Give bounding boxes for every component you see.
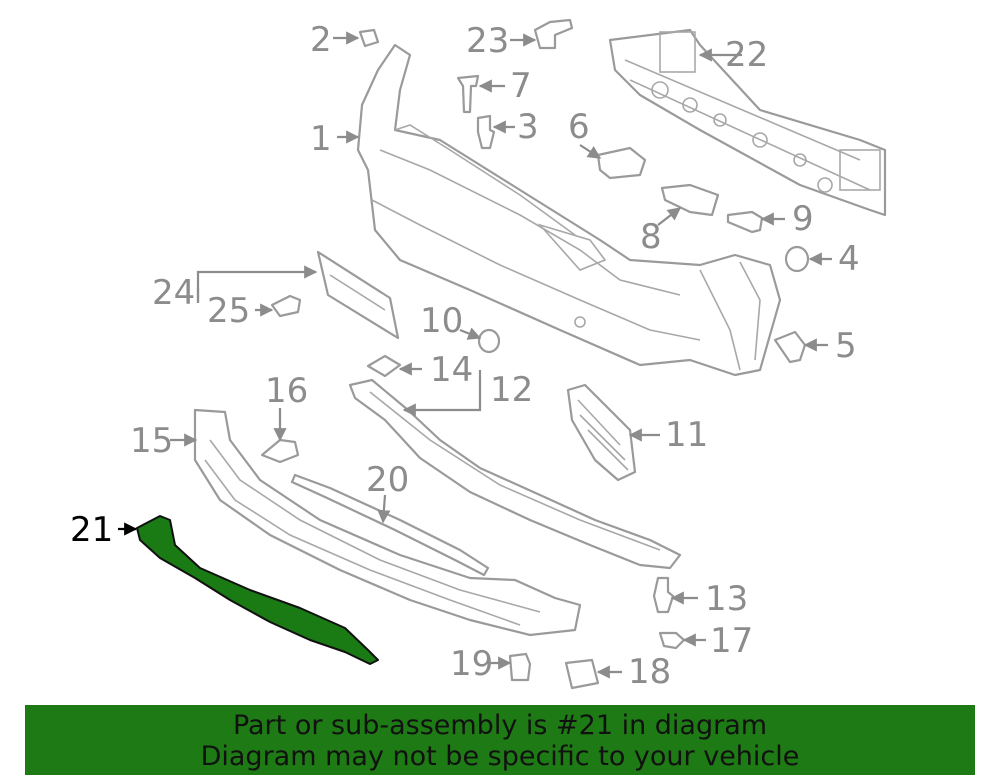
lower-grille-part-15 (193, 408, 582, 637)
callout-8: 8 (640, 217, 662, 257)
bracket-part-6 (596, 146, 647, 180)
callout-18: 18 (628, 652, 671, 692)
callout-4: 4 (838, 239, 860, 279)
clip-part-2 (358, 28, 380, 48)
banner-line-2: Diagram may not be specific to your vehi… (200, 741, 800, 772)
callout-9: 9 (792, 199, 814, 239)
callout-14: 14 (430, 350, 473, 390)
callout-13: 13 (705, 579, 748, 619)
bracket-part-18 (564, 658, 600, 690)
callout-1: 1 (310, 119, 332, 159)
bolt-part-13 (652, 576, 675, 614)
info-banner: Part or sub-assembly is #21 in diagram D… (25, 705, 975, 775)
clip-part-5 (773, 330, 807, 364)
callout-25: 25 (207, 291, 250, 331)
callout-3: 3 (517, 107, 539, 147)
callout-22: 22 (725, 35, 768, 75)
callout-19: 19 (450, 644, 493, 684)
callout-17: 17 (710, 621, 753, 661)
screw-part-9 (726, 210, 764, 234)
trim-strip-part-20 (290, 473, 490, 577)
grille-part-11 (566, 383, 637, 482)
callout-12: 12 (490, 370, 533, 410)
callout-21[interactable]: 21 (70, 510, 113, 550)
plate-bracket-part-24 (316, 250, 400, 340)
bracket-part-14 (366, 354, 402, 378)
callout-6: 6 (568, 107, 590, 147)
bolt-part-16 (260, 438, 300, 464)
callout-20: 20 (366, 460, 409, 500)
callout-23: 23 (466, 21, 509, 61)
clip-part-4 (784, 245, 810, 273)
bolt-part-23 (533, 18, 574, 50)
callout-7: 7 (510, 66, 532, 106)
callout-10: 10 (420, 301, 463, 341)
callout-24: 24 (152, 273, 195, 313)
bumper-cover-part (356, 43, 782, 377)
clip-part-19 (508, 652, 532, 682)
bolt-part-3 (476, 114, 496, 150)
reinforcement-bar-part (608, 28, 887, 217)
callout-16: 16 (265, 371, 308, 411)
bracket-part-8 (660, 183, 720, 217)
banner-line-1: Part or sub-assembly is #21 in diagram (232, 710, 768, 741)
clip-part-17 (658, 631, 686, 650)
highlighted-part-21[interactable] (136, 515, 379, 665)
screw-part-7 (456, 74, 480, 114)
clip-part-10 (477, 328, 501, 354)
callout-5: 5 (835, 326, 857, 366)
callout-11: 11 (665, 415, 708, 455)
leader-lines (118, 31, 832, 679)
bolt-part-25 (270, 294, 302, 318)
parts-diagram: 2 23 22 7 3 6 1 9 8 4 24 25 10 5 14 12 1… (70, 18, 887, 692)
support-part-12 (348, 378, 682, 570)
callout-15: 15 (130, 421, 173, 461)
callout-2: 2 (310, 20, 332, 60)
